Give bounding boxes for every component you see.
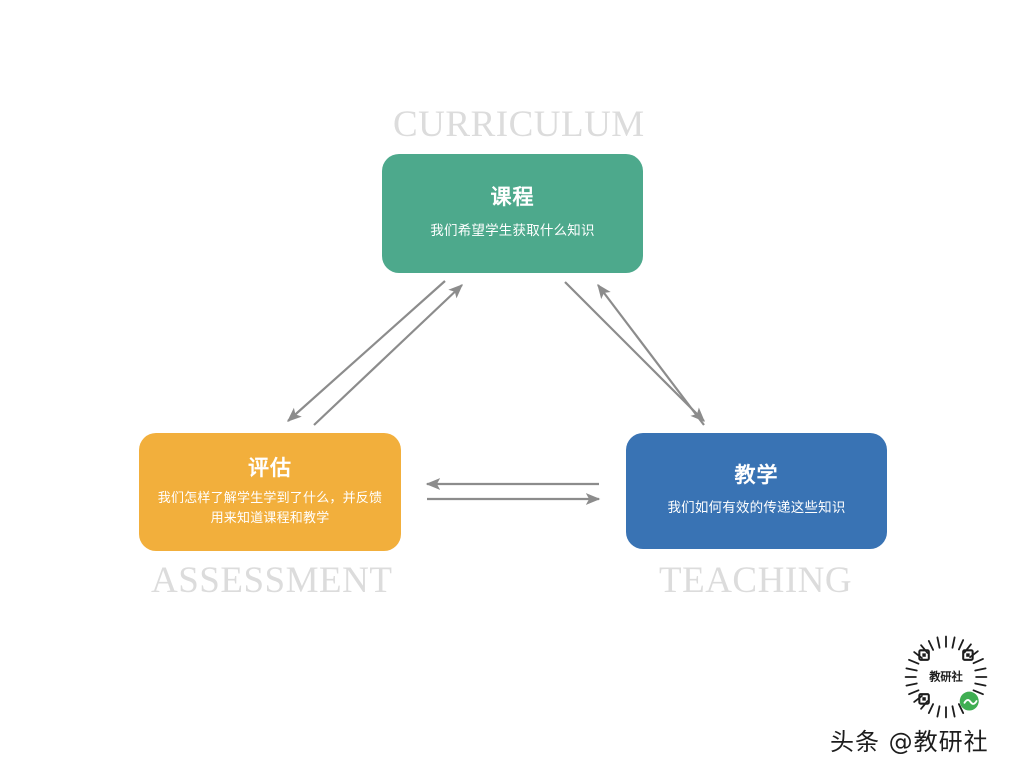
ghost-label-teaching: TEACHING	[659, 560, 853, 601]
arrow-teaching-to-curriculum	[597, 283, 705, 426]
node-curriculum-title: 课程	[490, 186, 535, 210]
svg-text:教研社: 教研社	[928, 669, 963, 683]
arrow-curriculum-to-teaching	[564, 281, 705, 422]
watermark-text: 头条 @教研社	[830, 728, 989, 756]
node-teaching[interactable]: 教学 我们如何有效的传递这些知识	[626, 433, 887, 549]
node-teaching-title: 教学	[734, 463, 779, 487]
arrow-curriculum-to-assessment	[287, 280, 446, 422]
node-assessment[interactable]: 评估 我们怎样了解学生学到了什么，并反馈用来知道课程和教学	[139, 433, 401, 551]
node-curriculum-description: 我们希望学生获取什么知识	[430, 222, 595, 238]
node-assessment-title: 评估	[248, 456, 292, 480]
qr-code-icon: 教研社	[904, 635, 988, 719]
node-teaching-description: 我们如何有效的传递这些知识	[667, 500, 846, 516]
ghost-label-assessment: ASSESSMENT	[151, 560, 393, 601]
watermark: 教研社 头条 @教研社	[830, 634, 1020, 758]
ghost-label-curriculum: CURRICULUM	[393, 104, 645, 145]
node-assessment-description: 我们怎样了解学生学到了什么，并反馈用来知道课程和教学	[157, 489, 383, 526]
node-curriculum[interactable]: 课程 我们希望学生获取什么知识	[382, 154, 643, 273]
arrow-assessment-to-curriculum	[313, 284, 463, 426]
